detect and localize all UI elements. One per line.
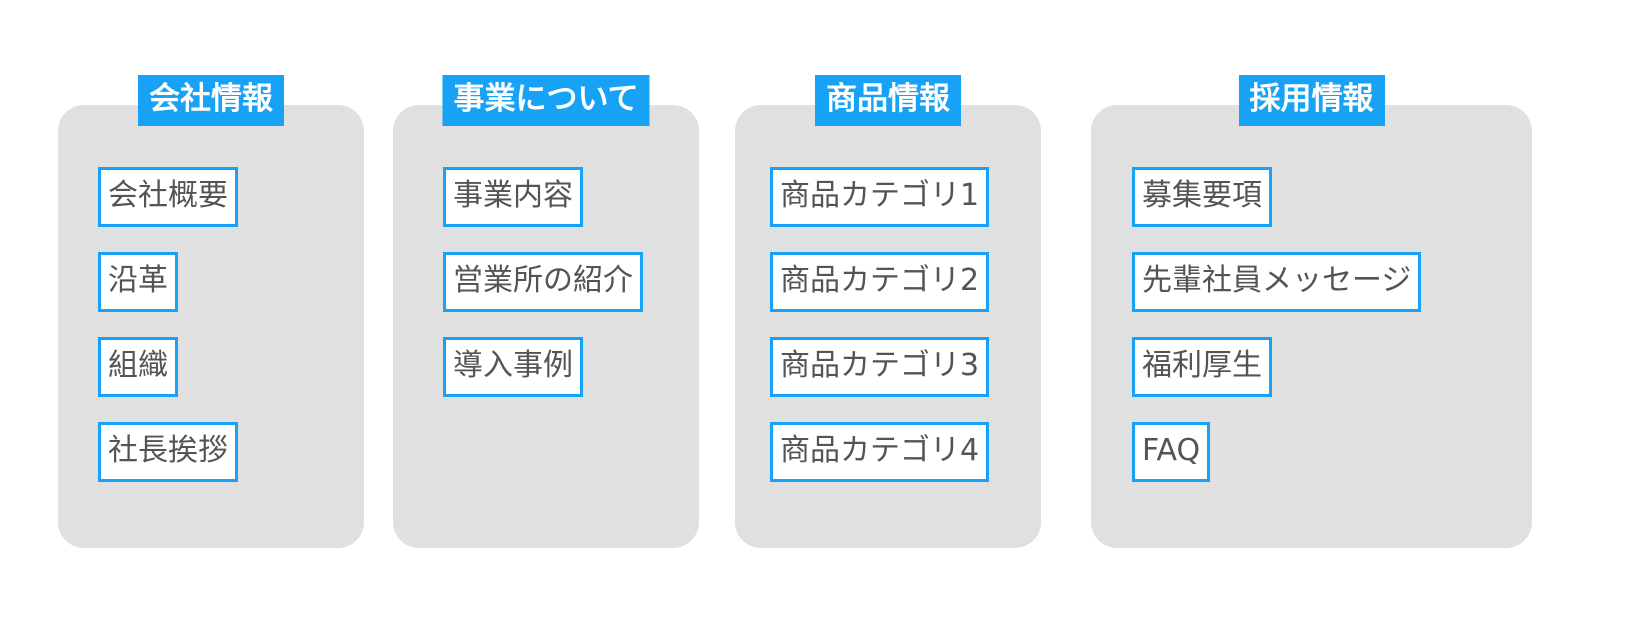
- category-item-list-recruit: 募集要項 先輩社員メッセージ 福利厚生 FAQ: [1091, 167, 1532, 482]
- category-header-business[interactable]: 事業について: [442, 75, 650, 126]
- category-card-company: 会社情報 会社概要 沿革 組織 社長挨拶: [58, 75, 364, 548]
- sitemap-column-recruit: 採用情報 募集要項 先輩社員メッセージ 福利厚生 FAQ: [1041, 75, 1532, 548]
- sitemap-item[interactable]: 事業内容: [443, 167, 583, 227]
- category-item-list-products: 商品カテゴリ1 商品カテゴリ2 商品カテゴリ3 商品カテゴリ4: [735, 167, 1041, 482]
- sitemap-item[interactable]: FAQ: [1132, 422, 1211, 482]
- sitemap-item[interactable]: 組織: [98, 337, 178, 397]
- sitemap-item[interactable]: 会社概要: [98, 167, 238, 227]
- sitemap-column-business: 事業について 事業内容 営業所の紹介 導入事例: [364, 75, 699, 548]
- category-header-company[interactable]: 会社情報: [138, 75, 284, 126]
- sitemap-item[interactable]: 先輩社員メッセージ: [1132, 252, 1422, 312]
- category-header-recruit[interactable]: 採用情報: [1238, 75, 1385, 126]
- sitemap-item[interactable]: 商品カテゴリ3: [770, 337, 990, 397]
- category-card-recruit: 採用情報 募集要項 先輩社員メッセージ 福利厚生 FAQ: [1091, 75, 1532, 548]
- sitemap-item[interactable]: 導入事例: [443, 337, 583, 397]
- category-card-business: 事業について 事業内容 営業所の紹介 導入事例: [393, 75, 699, 548]
- category-card-products: 商品情報 商品カテゴリ1 商品カテゴリ2 商品カテゴリ3 商品カテゴリ4: [735, 75, 1041, 548]
- sitemap-item[interactable]: 募集要項: [1132, 167, 1272, 227]
- sitemap-item[interactable]: 沿革: [98, 252, 178, 312]
- sitemap-item[interactable]: 商品カテゴリ2: [770, 252, 990, 312]
- sitemap-item[interactable]: 営業所の紹介: [443, 252, 643, 312]
- sitemap-item[interactable]: 福利厚生: [1132, 337, 1272, 397]
- category-item-list-business: 事業内容 営業所の紹介 導入事例: [393, 167, 699, 397]
- category-header-products[interactable]: 商品情報: [815, 75, 961, 126]
- sitemap-column-products: 商品情報 商品カテゴリ1 商品カテゴリ2 商品カテゴリ3 商品カテゴリ4: [699, 75, 1041, 548]
- category-item-list-company: 会社概要 沿革 組織 社長挨拶: [58, 167, 364, 482]
- sitemap-item[interactable]: 商品カテゴリ1: [770, 167, 990, 227]
- sitemap-column-company: 会社情報 会社概要 沿革 組織 社長挨拶: [0, 75, 364, 548]
- sitemap-item[interactable]: 社長挨拶: [98, 422, 238, 482]
- sitemap-item[interactable]: 商品カテゴリ4: [770, 422, 990, 482]
